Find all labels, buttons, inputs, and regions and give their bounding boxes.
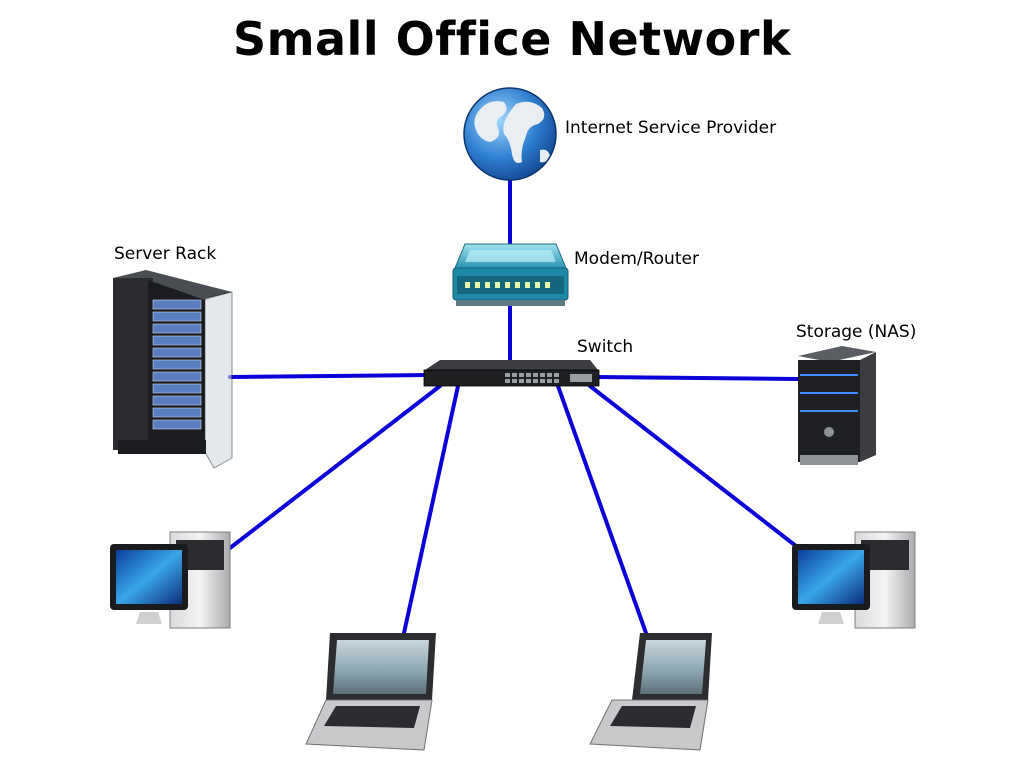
- link-switch-pc-right: [588, 384, 807, 555]
- nas-label: Storage (NAS): [796, 322, 917, 342]
- desktop-computer-icon: [110, 531, 231, 629]
- link-switch-laptop-right: [556, 384, 648, 635]
- switch-label: Switch: [577, 337, 634, 357]
- server-rack-label: Server Rack: [114, 244, 217, 264]
- nas-icon: [798, 346, 876, 465]
- switch-icon: [423, 360, 600, 387]
- router-label: Modem/Router: [574, 249, 699, 269]
- globe-icon: [463, 87, 557, 181]
- link-switch-laptop-left: [402, 384, 460, 635]
- link-switch-server: [228, 373, 432, 379]
- server-rack-icon: [113, 270, 233, 469]
- diagram-title: Small Office Network: [232, 12, 792, 66]
- link-switch-nas: [593, 375, 800, 381]
- isp-label: Internet Service Provider: [565, 118, 777, 138]
- laptop-icon: [305, 633, 436, 751]
- link-switch-pc-left: [228, 384, 442, 550]
- laptop-icon: [589, 633, 712, 751]
- desktop-computer-icon: [792, 531, 916, 629]
- network-links: [228, 176, 807, 635]
- router-icon: [452, 243, 569, 306]
